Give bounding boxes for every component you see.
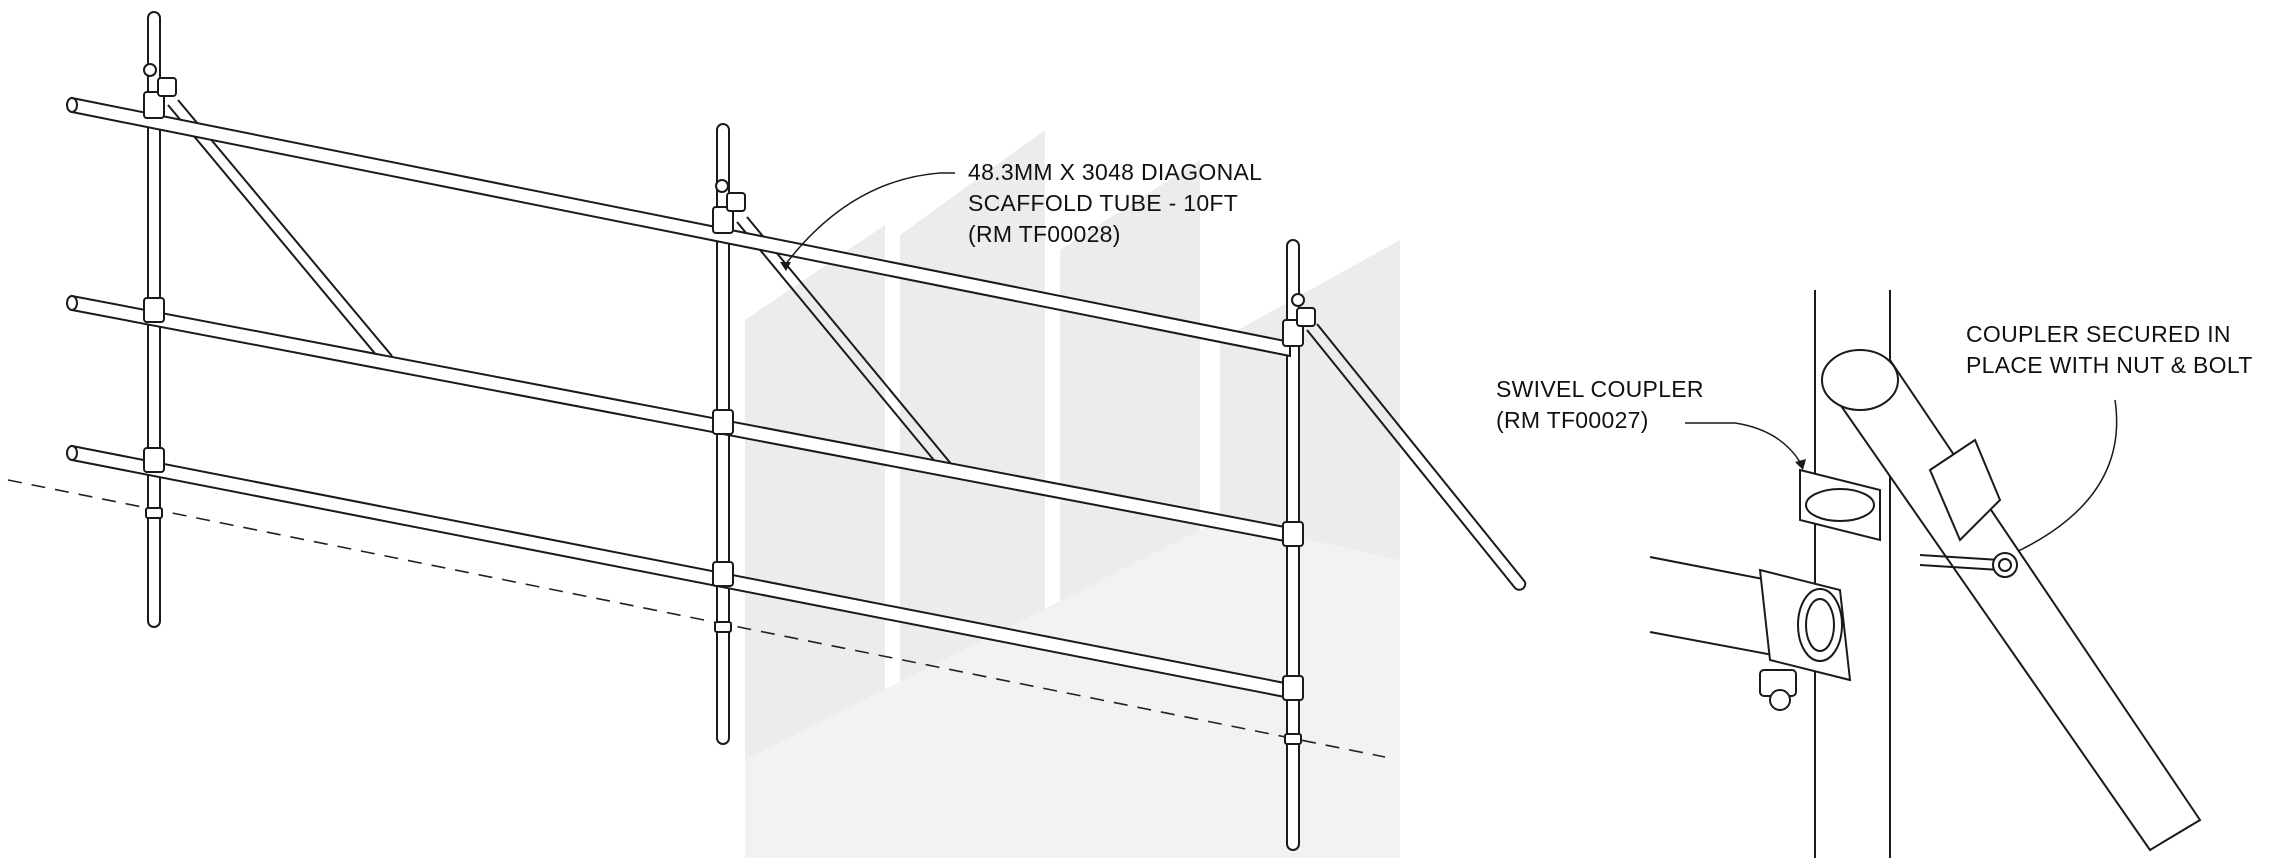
callout-bolt-line2: PLACE WITH NUT & BOLT [1966,352,2253,378]
watermark-logo [745,130,1400,858]
callout-swivel-coupler: SWIVEL COUPLER (RM TF00027) [1496,374,1704,436]
brace-right-b [1316,323,1526,583]
brace-mid-a [736,221,948,477]
leader-lines [780,172,2118,559]
callout-diagonal-line2: SCAFFOLD TUBE - 10FT [968,190,1239,216]
brace-left-b [177,99,393,357]
callout-swivel-line1: SWIVEL COUPLER [1496,376,1704,402]
coupler-bot-mid [712,561,734,587]
leader-swivel [1685,422,1801,463]
callout-diagonal-line1: 48.3MM X 3048 DIAGONAL [968,159,1263,185]
callout-diagonal-tube: 48.3MM X 3048 DIAGONAL SCAFFOLD TUBE - 1… [968,157,1262,250]
brace-mid-b [746,216,958,472]
callout-bolt-line1: COUPLER SECURED IN [1966,321,2231,347]
callout-diagonal-line3: (RM TF00028) [968,221,1121,247]
coupler-mid-left [143,297,165,323]
diagonal-braces [167,99,1527,591]
coupler-detail [1649,290,2202,858]
ledgers [66,96,1291,700]
leader-diagonal [784,172,955,266]
coupler-top-left [143,63,177,119]
coupler-top-mid [712,179,746,234]
brace-right-a [1306,329,1516,589]
ground-line [7,479,1386,758]
callout-coupler-secured: COUPLER SECURED IN PLACE WITH NUT & BOLT [1966,319,2253,381]
coupler-mid-mid [712,409,734,435]
coupler-bot-right [1282,675,1304,701]
coupler-bot-left [143,447,165,473]
brace-left-a [167,104,383,363]
leader-bolt [2009,399,2118,556]
couplers [143,63,1316,745]
callout-swivel-line2: (RM TF00027) [1496,407,1649,433]
coupler-top-right [1282,293,1316,347]
coupler-mid-right [1282,521,1304,547]
